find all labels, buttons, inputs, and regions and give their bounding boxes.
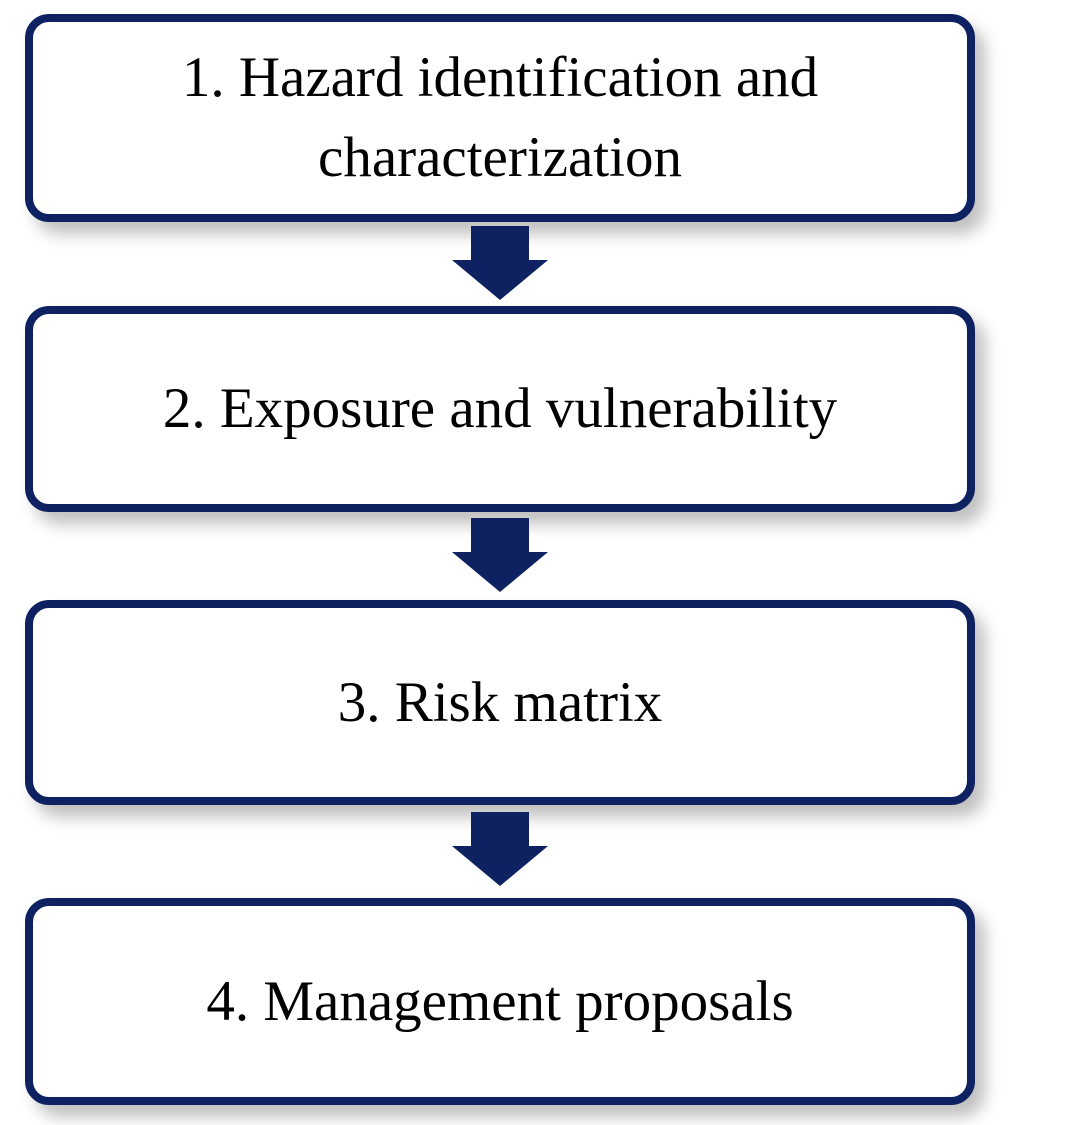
- down-arrow-icon: [452, 518, 548, 592]
- step-box-hazard-identification: 1. Hazard identification and characteriz…: [25, 14, 975, 222]
- down-arrow-shape: [452, 226, 548, 300]
- step-box-management-proposals: 4. Management proposals: [25, 898, 975, 1105]
- step-label: 2. Exposure and vulnerability: [162, 377, 838, 441]
- step-label: 3. Risk matrix: [337, 670, 663, 734]
- down-arrow-icon: [452, 812, 548, 886]
- step-label: 1. Hazard identification and characteriz…: [181, 46, 819, 189]
- step-box-exposure-vulnerability: 2. Exposure and vulnerability: [25, 306, 975, 512]
- down-arrow-shape: [452, 518, 548, 592]
- step-label: 4. Management proposals: [206, 969, 794, 1033]
- down-arrow-icon: [452, 226, 548, 300]
- down-arrow-shape: [452, 812, 548, 886]
- step-box-risk-matrix: 3. Risk matrix: [25, 600, 975, 805]
